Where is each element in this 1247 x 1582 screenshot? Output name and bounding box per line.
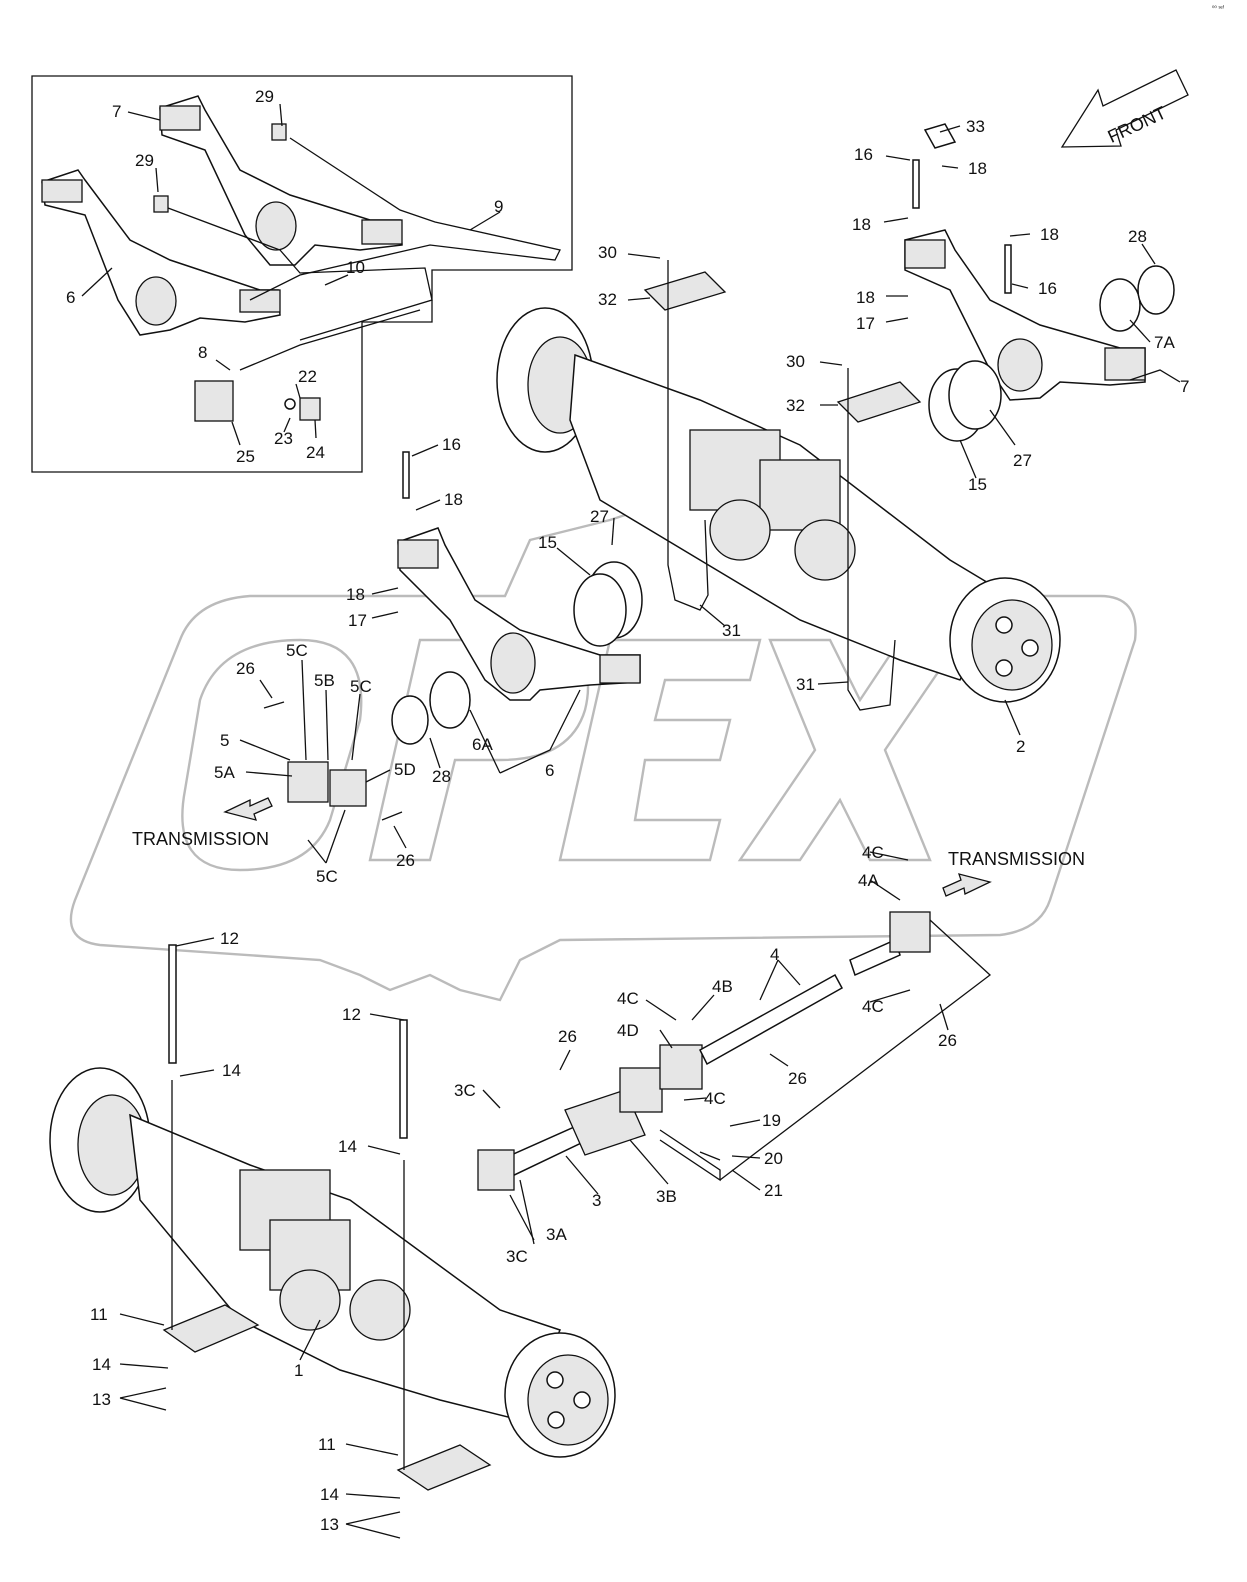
- callout-26: 26: [558, 1027, 577, 1046]
- callout-12: 12: [342, 1005, 361, 1024]
- callout-29: 29: [255, 87, 274, 106]
- callout-3C: 3C: [506, 1247, 528, 1266]
- callout-24: 24: [306, 443, 325, 462]
- callout-15: 15: [538, 533, 557, 552]
- arm-7: [904, 123, 1175, 442]
- rear-axle-1: [49, 944, 616, 1491]
- callout-18: 18: [856, 288, 875, 307]
- callout-13: 13: [320, 1515, 339, 1534]
- inset-lines: [153, 123, 561, 422]
- callout-20: 20: [764, 1149, 783, 1168]
- callout-26: 26: [788, 1069, 807, 1088]
- arm-6: [391, 451, 643, 745]
- callout-14: 14: [92, 1355, 111, 1374]
- callout-6A: 6A: [472, 735, 493, 754]
- callout-4C: 4C: [617, 989, 639, 1008]
- callout-31: 31: [796, 675, 815, 694]
- callout-33: 33: [966, 117, 985, 136]
- callout-6: 6: [66, 288, 75, 307]
- callout-18: 18: [444, 490, 463, 509]
- callout-18: 18: [346, 585, 365, 604]
- transmission-label-left: TRANSMISSION: [132, 829, 269, 849]
- callout-11: 11: [318, 1435, 336, 1454]
- callout-4C: 4C: [704, 1089, 726, 1108]
- callout-29: 29: [135, 151, 154, 170]
- callout-26: 26: [938, 1031, 957, 1050]
- callout-15: 15: [968, 475, 987, 494]
- callout-2: 2: [1016, 737, 1025, 756]
- callout-3C: 3C: [454, 1081, 476, 1100]
- callout-19: 19: [762, 1111, 781, 1130]
- inset-frame: [31, 75, 573, 473]
- callout-32: 32: [786, 396, 805, 415]
- callout-30: 30: [786, 352, 805, 371]
- callout-26: 26: [236, 659, 255, 678]
- callout-32: 32: [598, 290, 617, 309]
- callout-1: 1: [294, 1361, 303, 1380]
- callout-28: 28: [1128, 227, 1147, 246]
- plates-and-u-bolts: [643, 260, 922, 711]
- callout-18: 18: [1040, 225, 1059, 244]
- callout-27: 27: [590, 507, 609, 526]
- callout-22: 22: [298, 367, 317, 386]
- callout-9: 9: [494, 197, 503, 216]
- inset-arm-7: [159, 95, 403, 266]
- callout-labels: 7 29 29 9 10 6 8 22 23 24 25 30 32 30 32…: [66, 87, 1189, 1534]
- callout-5C: 5C: [286, 641, 308, 660]
- callout-25: 25: [236, 447, 255, 466]
- callout-16: 16: [442, 435, 461, 454]
- callout-14: 14: [338, 1137, 357, 1156]
- callout-31: 31: [722, 621, 741, 640]
- callout-5C: 5C: [316, 867, 338, 886]
- callout-4C: 4C: [862, 843, 884, 862]
- callout-16: 16: [1038, 279, 1057, 298]
- callout-3: 3: [592, 1191, 601, 1210]
- callout-14: 14: [320, 1485, 339, 1504]
- callout-26: 26: [396, 851, 415, 870]
- corner-code: ⁰⁰ ˢᵉᶠ: [1212, 5, 1225, 12]
- callout-8: 8: [198, 343, 207, 362]
- transmission-arrows: [223, 797, 992, 897]
- callout-18: 18: [852, 215, 871, 234]
- callout-3B: 3B: [656, 1187, 677, 1206]
- callout-16: 16: [854, 145, 873, 164]
- callout-30: 30: [598, 243, 617, 262]
- front-axle-2: [496, 307, 1061, 703]
- callout-7: 7: [112, 102, 121, 121]
- callout-10: 10: [346, 258, 365, 277]
- joint-5: [263, 701, 403, 821]
- callout-13: 13: [92, 1390, 111, 1409]
- callout-14: 14: [222, 1061, 241, 1080]
- callout-5D: 5D: [394, 760, 416, 779]
- callout-5B: 5B: [314, 671, 335, 690]
- front-label: FRONT: [1105, 103, 1170, 147]
- callout-4B: 4B: [712, 977, 733, 996]
- front-arrow: FRONT: [1060, 69, 1189, 148]
- callout-28: 28: [432, 767, 451, 786]
- callout-5: 5: [220, 731, 229, 750]
- callout-12: 12: [220, 929, 239, 948]
- callout-7A: 7A: [1154, 333, 1175, 352]
- callout-5C: 5C: [350, 677, 372, 696]
- callout-4D: 4D: [617, 1021, 639, 1040]
- callout-4: 4: [770, 945, 779, 964]
- callout-17: 17: [348, 611, 367, 630]
- callout-17: 17: [856, 314, 875, 333]
- callout-27: 27: [1013, 451, 1032, 470]
- transmission-label-right: TRANSMISSION: [948, 849, 1085, 869]
- leader-lines: [81, 103, 1181, 1539]
- drive-shafts: [477, 911, 931, 1191]
- callout-4A: 4A: [858, 871, 879, 890]
- callout-6: 6: [545, 761, 554, 780]
- callout-5A: 5A: [214, 763, 235, 782]
- callout-7: 7: [1180, 377, 1189, 396]
- callout-4C: 4C: [862, 997, 884, 1016]
- callout-18: 18: [968, 159, 987, 178]
- callout-11: 11: [90, 1305, 108, 1324]
- inset-arm-6: [41, 169, 281, 336]
- callout-21: 21: [764, 1181, 783, 1200]
- callout-23: 23: [274, 429, 293, 448]
- callout-3A: 3A: [546, 1225, 567, 1244]
